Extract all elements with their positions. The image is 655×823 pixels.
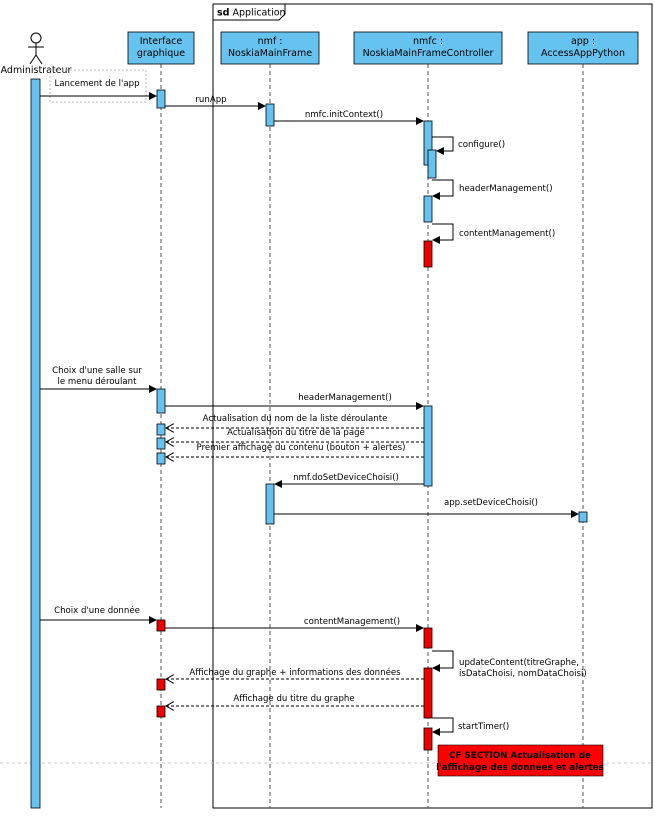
activation-nmf-1 — [265, 103, 275, 127]
message-headermanagement-1: headerManagement() — [432, 179, 553, 200]
msg-label-contentmanagement-2: contentManagement() — [304, 617, 400, 627]
lifeline-nmf-line1: nmf : — [258, 36, 283, 47]
msg-label-affichage-graphe: Affichage du graphe + informations des d… — [189, 667, 401, 678]
activation-nmfc-header — [423, 195, 433, 223]
msg-label-runapp: runApp — [195, 95, 226, 105]
activation-nmfc-4 — [423, 667, 433, 719]
message-contentmanagement-2: contentManagement() — [165, 617, 424, 632]
msg-label-starttimer: startTimer() — [458, 722, 509, 732]
message-choix-salle: Choix d'une salle sur le menu déroulant — [40, 366, 157, 393]
lifeline-ui-line2: graphique — [137, 48, 185, 59]
lifeline-app-line2: AccessAppPython — [541, 48, 625, 59]
message-lancement: Lancement de l'app — [40, 69, 157, 103]
message-premier-affichage: Premier affichage du contenu (bouton + a… — [166, 443, 424, 457]
msg-label-premier-affichage: Premier affichage du contenu (bouton + a… — [196, 443, 405, 453]
message-actualisation-liste: Actualisation du nom de la liste déroula… — [166, 413, 424, 428]
activation-ui-5 — [156, 452, 166, 465]
lifeline-nmf-line2: NoskiaMainFrame — [228, 48, 312, 59]
msg-label-contentmanagement-1: contentManagement() — [459, 229, 555, 239]
activation-nmfc-configure — [427, 149, 437, 179]
frame-title: sd Application — [217, 8, 286, 19]
msg-label-updatecontent-2: isDataChoisi, nomDataChoisi) — [459, 669, 587, 679]
message-setdevicechoisi: app.setDeviceChoisi() — [274, 498, 579, 518]
actor-label: Administrateur — [1, 65, 72, 76]
msg-label-headermanagement-2: headerManagement() — [298, 393, 392, 403]
activation-ui-1 — [156, 89, 166, 109]
message-updatecontent: updateContent(titreGraphe, isDataChoisi,… — [432, 650, 587, 679]
message-affichage-titre-graphe: Affichage du titre du graphe — [166, 694, 424, 706]
msg-label-configure: configure() — [458, 140, 505, 150]
activation-ui-2 — [156, 388, 166, 414]
message-configure: configure() — [432, 136, 505, 155]
note-line2: l'affichage des données et alertes — [436, 762, 604, 773]
lifeline-nmfc-line1: nmfc : — [413, 36, 443, 47]
lifeline-app-line1: app : — [571, 36, 595, 47]
message-runapp: runApp — [165, 95, 266, 110]
lifeline-ui[interactable]: Interface graphique — [127, 31, 195, 808]
msg-label-affichage-titre-graphe: Affichage du titre du graphe — [233, 694, 354, 704]
message-starttimer: startTimer() — [432, 717, 509, 736]
msg-label-choix-donnee: Choix d'une donnée — [54, 605, 140, 616]
msg-label-actualisation-titre: Actualisation du titre de la page — [227, 428, 365, 438]
msg-label-setdevicechoisi: app.setDeviceChoisi() — [444, 498, 538, 508]
lifeline-nmf[interactable]: nmf : NoskiaMainFrame — [220, 31, 320, 808]
highlight-activations — [156, 240, 433, 751]
activation-ui-4 — [156, 437, 166, 450]
actor-activation — [30, 78, 41, 809]
msg-label-initcontext: nmfc.initContext() — [305, 110, 383, 120]
activation-nmfc-3 — [423, 627, 433, 649]
msg-label-actualisation-liste: Actualisation du nom de la liste déroula… — [203, 413, 388, 424]
lifeline-nmfc-line2: NoskiaMainFrameController — [363, 48, 494, 59]
activation-nmf-2 — [265, 483, 275, 525]
message-choix-donnee: Choix d'une donnée — [40, 605, 157, 624]
message-contentmanagement-1: contentManagement() — [432, 223, 555, 244]
message-headermanagement-2: headerManagement() — [165, 393, 424, 410]
lifeline-ui-line1: Interface — [140, 36, 183, 47]
message-affichage-graphe: Affichage du graphe + informations des d… — [166, 667, 424, 679]
activations — [156, 89, 588, 525]
note-line1: CF SECTION Actualisation de — [449, 751, 591, 761]
msg-label-headermanagement-1: headerManagement() — [459, 184, 553, 194]
activation-ui-8 — [156, 705, 166, 718]
msg-label-lancement: Lancement de l'app — [54, 79, 139, 89]
msg-label-choix-salle-1: Choix d'une salle sur — [52, 366, 142, 376]
msg-label-dosetdevicechoisi: nmf.doSetDeviceChoisi() — [293, 473, 399, 483]
message-initcontext: nmfc.initContext() — [274, 110, 424, 125]
msg-label-updatecontent-1: updateContent(titreGraphe, — [459, 658, 579, 668]
msg-label-choix-salle-2: le menu déroulant — [58, 376, 138, 387]
message-actualisation-titre: Actualisation du titre de la page — [166, 428, 424, 442]
activation-nmfc-5 — [423, 727, 433, 751]
message-dosetdevicechoisi: nmf.doSetDeviceChoisi() — [274, 473, 424, 488]
activation-nmfc-2 — [423, 405, 433, 487]
activation-ui-7 — [156, 678, 166, 691]
lifeline-app[interactable]: app : AccessAppPython — [527, 31, 639, 808]
activation-app-1 — [578, 511, 588, 523]
activation-ui-3 — [156, 423, 166, 436]
cf-section-note: CF SECTION Actualisation de l'affichage … — [436, 744, 604, 777]
activation-nmfc-content — [423, 240, 433, 268]
actor-administrateur[interactable]: Administrateur — [1, 32, 72, 76]
activation-ui-6 — [156, 619, 166, 632]
